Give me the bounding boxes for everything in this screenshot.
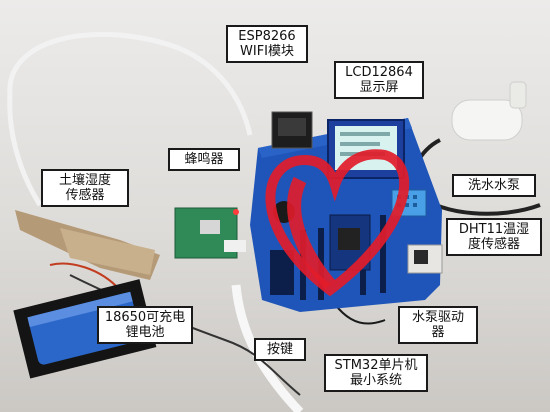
label-esp8266: ESP8266 WIFI模块 <box>226 25 308 63</box>
label-stm32: STM32单片机 最小系统 <box>324 354 428 392</box>
usb-plug <box>224 240 246 252</box>
white-cable-lower <box>7 94 43 207</box>
power-led <box>233 209 239 215</box>
esp8266-shield <box>278 118 306 136</box>
label-esp8266-line2: WIFI模块 <box>240 44 294 59</box>
battery-shine <box>27 291 133 328</box>
heart-logo-outline <box>265 149 410 297</box>
label-stm32-line1: STM32单片机 <box>334 358 418 373</box>
label-esp8266-line1: ESP8266 <box>238 29 296 44</box>
heart-logo-stroke <box>287 176 336 290</box>
label-buzzer-line1: 蜂鸣器 <box>184 152 224 167</box>
label-buzzer: 蜂鸣器 <box>168 148 240 171</box>
label-pump: 洗水水泵 <box>452 174 536 197</box>
lcd-text-line <box>340 132 390 136</box>
label-dht11: DHT11温湿 度传感器 <box>446 218 542 256</box>
usb-port <box>200 220 220 234</box>
pump-driver-chip <box>414 250 428 264</box>
label-soil-line2: 传感器 <box>65 188 105 203</box>
label-battery-line2: 锂电池 <box>125 325 165 340</box>
label-keys: 按键 <box>254 338 306 361</box>
pump-driver-module <box>407 244 443 274</box>
label-lcd-line2: 显示屏 <box>359 80 399 95</box>
label-dht11-line2: 度传感器 <box>467 237 520 252</box>
label-pump-line1: 洗水水泵 <box>467 178 520 193</box>
white-cable <box>7 31 253 136</box>
label-soil-sensor: 土壤湿度 传感器 <box>41 169 129 207</box>
label-pump-driver-line1: 水泵驱动 <box>411 310 464 325</box>
label-battery: 18650可充电 锂电池 <box>97 306 193 344</box>
label-soil-line1: 土壤湿度 <box>58 173 111 188</box>
label-lcd-line1: LCD12864 <box>345 65 413 80</box>
label-battery-line1: 18650可充电 <box>104 310 186 325</box>
label-dht11-line1: DHT11温湿 <box>458 222 530 237</box>
label-stm32-line2: 最小系统 <box>349 373 402 388</box>
label-keys-line1: 按键 <box>266 342 293 357</box>
lcd-text-line <box>340 142 380 146</box>
label-pump-driver-line2: 器 <box>431 325 445 340</box>
label-lcd: LCD12864 显示屏 <box>334 61 424 99</box>
label-pump-driver: 水泵驱动 器 <box>398 306 478 344</box>
water-pump <box>451 99 523 141</box>
soil-sensor-tape <box>60 228 155 275</box>
battery-wire-red <box>49 262 121 291</box>
pump-outlet <box>509 81 527 109</box>
stm32-chip <box>338 228 360 250</box>
